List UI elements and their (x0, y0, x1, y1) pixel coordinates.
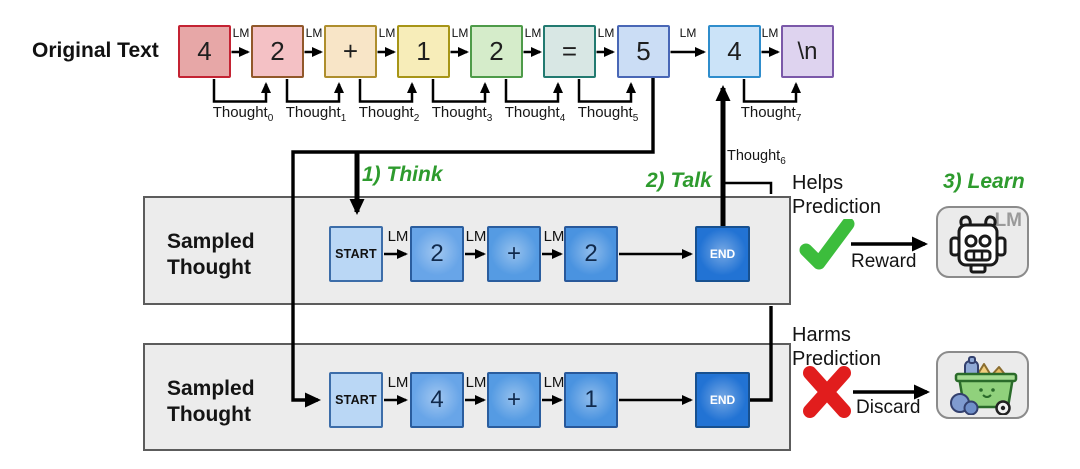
row2-token-1: 1 (564, 372, 618, 428)
lm-label: LM (543, 374, 565, 391)
lm-label: LM (543, 228, 565, 245)
token-label: 5 (636, 36, 651, 66)
token-label: + (342, 36, 359, 66)
token-label: = (561, 36, 578, 66)
lm-label: LM (305, 26, 323, 40)
lm-label: LM (597, 26, 615, 40)
token-label: 1 (416, 36, 431, 66)
row1-token-plus: + (487, 226, 541, 282)
lm-label: LM (465, 374, 487, 391)
token-equals: = (543, 25, 596, 78)
thought-3-label: Thought3 (431, 104, 493, 124)
row2-token-4: 4 (410, 372, 464, 428)
check-icon (799, 219, 855, 270)
token-5: 5 (617, 25, 670, 78)
token-label: \n (797, 37, 818, 65)
lm-label: LM (232, 26, 250, 40)
row1-token-2b: 2 (564, 226, 618, 282)
step-think-label: 1) Think (362, 163, 443, 186)
sampled-thought-label-2: Sampled Thought (167, 377, 255, 426)
think-path (291, 78, 655, 408)
thought-4-label: Thought4 (504, 104, 566, 124)
token-4: 4 (178, 25, 231, 78)
token-label: 2 (489, 36, 504, 66)
robot-head-icon (949, 215, 1007, 274)
cross-icon (803, 366, 851, 418)
lm-label: LM (387, 228, 409, 245)
token-2b: 2 (470, 25, 523, 78)
token-label: 2 (270, 36, 285, 66)
thought-2-label: Thought2 (358, 104, 420, 124)
robot-lm-label: LM (994, 210, 1022, 231)
row2-end-token: END (695, 372, 750, 428)
row1-end-token: END (695, 226, 750, 282)
discard-label: Discard (856, 397, 921, 418)
step-learn-label: 3) Learn (943, 170, 1025, 193)
sampled-thought-label-1: Sampled Thought (167, 230, 255, 279)
token-label: 4 (197, 36, 212, 66)
row2-start-token: START (329, 372, 383, 428)
lm-label: LM (465, 228, 487, 245)
trash-cart-icon (936, 351, 1029, 419)
lm-label: LM (761, 26, 779, 40)
helps-prediction-label: Helps Prediction (792, 172, 881, 218)
thought-6-label: Thought6 (727, 148, 786, 167)
token-4b: 4 (708, 25, 761, 78)
thought-7-label: Thought7 (740, 104, 802, 124)
thought-5-label: Thought5 (577, 104, 639, 124)
token-2: 2 (251, 25, 304, 78)
thought-0-label: Thought0 (212, 104, 274, 124)
token-plus: + (324, 25, 377, 78)
lm-label: LM (387, 374, 409, 391)
lm-robot-icon: LM (936, 206, 1029, 278)
lm-label: LM (451, 26, 469, 40)
row1-token-2: 2 (410, 226, 464, 282)
row1-start-token: START (329, 226, 383, 282)
lm-label: LM (524, 26, 542, 40)
lm-label: LM (679, 26, 697, 40)
thought-1-label: Thought1 (285, 104, 347, 124)
reward-label: Reward (851, 251, 917, 272)
row2-end-path (749, 306, 773, 402)
token-label: 4 (727, 36, 742, 66)
harms-prediction-label: Harms Prediction (792, 324, 881, 370)
trash-cart-drawing (950, 356, 1018, 415)
lm-label: LM (378, 26, 396, 40)
token-newline: \n (781, 25, 834, 78)
token-1: 1 (397, 25, 450, 78)
row2-token-plus: + (487, 372, 541, 428)
step-talk-label: 2) Talk (646, 169, 712, 192)
thought6-bracket (723, 181, 773, 194)
original-text-label: Original Text (32, 39, 159, 62)
thought-brackets (212, 79, 801, 103)
